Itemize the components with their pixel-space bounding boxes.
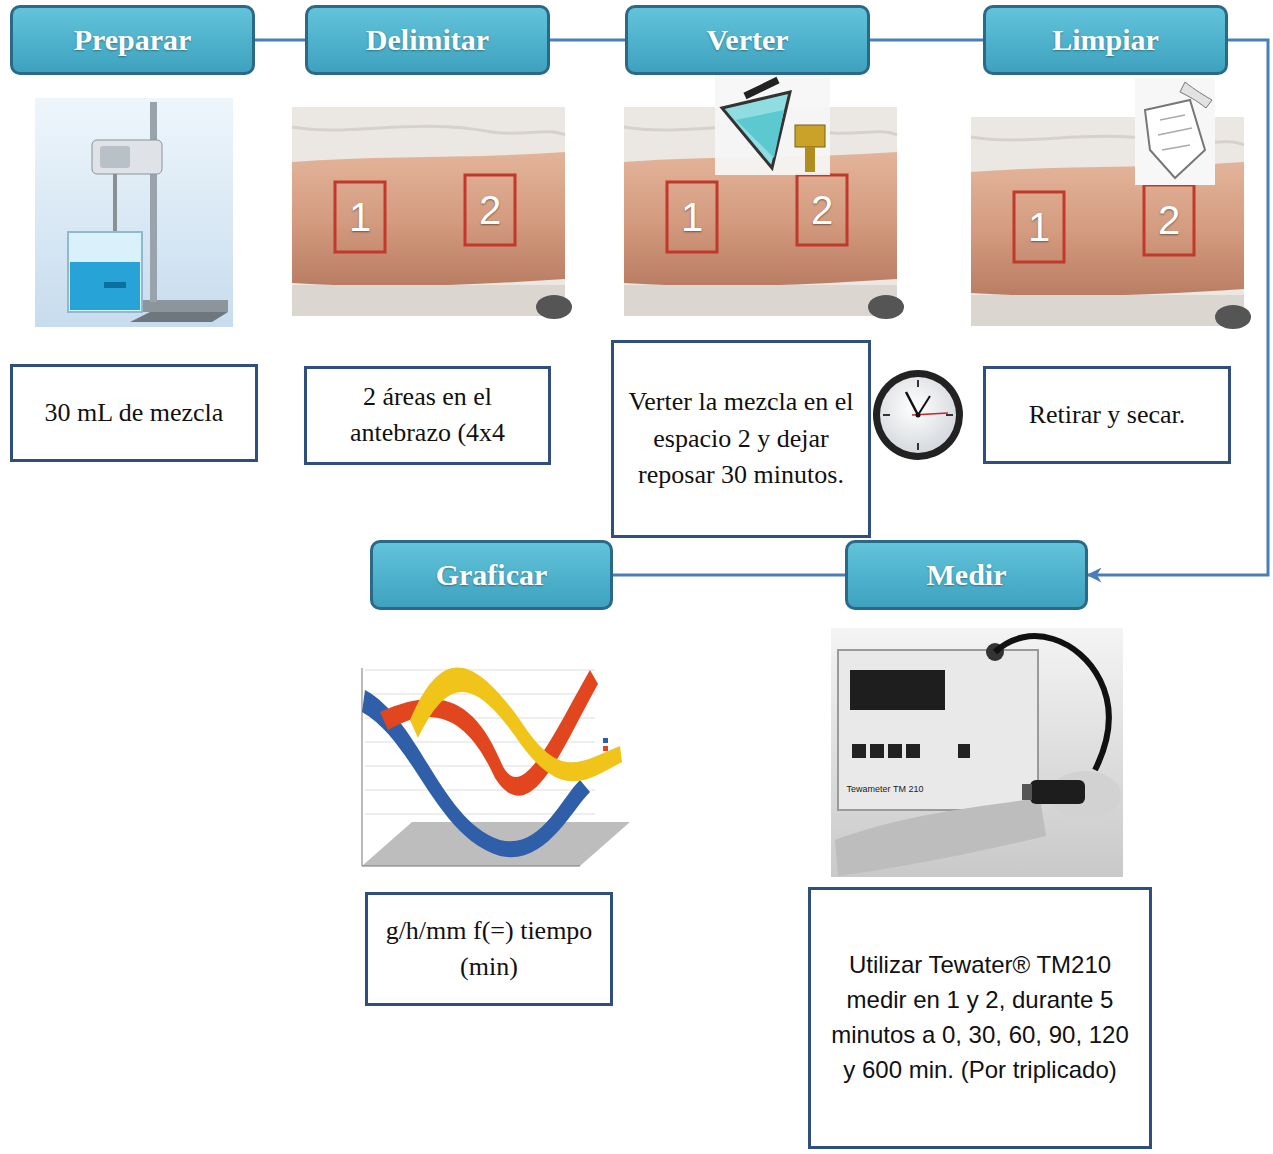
ribbon-chart-illustration-part [603, 738, 608, 743]
pouring-flask-icon-part [745, 80, 778, 96]
clock-icon-part [880, 377, 956, 453]
flow-connector [613, 574, 845, 577]
step-tab: Verter [625, 5, 870, 75]
cloth-icon-part [1158, 115, 1192, 150]
step-tab: Limpiar [983, 5, 1228, 75]
ribbon-chart-illustration-part [603, 754, 608, 759]
cloth-icon-part [1135, 78, 1215, 185]
magnetic-stirrer-illustration-part [35, 98, 233, 327]
flow-connector [550, 39, 625, 42]
clock-icon-part [918, 396, 930, 415]
pouring-flask-icon-part [722, 92, 790, 168]
clock-icon-part [916, 413, 921, 418]
description-box: 30 mL de mezcla [10, 364, 258, 462]
forearm-photo-part [292, 107, 572, 319]
clock-icon-part [883, 380, 953, 450]
magnetic-stirrer-illustration-part [70, 262, 140, 310]
cloth-icon [1135, 78, 1215, 185]
magnetic-stirrer-illustration-part [104, 282, 126, 288]
area-number: 1 [1028, 205, 1050, 250]
forearm-photo-part [624, 107, 904, 319]
area-number: 2 [1158, 198, 1180, 243]
magnetic-stirrer-illustration-part [92, 140, 162, 174]
tewameter-photo-part [852, 744, 866, 758]
ribbon-chart-illustration-part [410, 668, 622, 782]
device-label: Tewameter TM 210 [847, 784, 924, 794]
area-number: 1 [349, 195, 371, 240]
cloth-icon-part [1145, 100, 1205, 178]
description-text: Retirar y secar. [1029, 397, 1186, 433]
description-box: Verter la mezcla en el espacio 2 y dejar… [611, 340, 871, 538]
tewameter-photo-part [995, 636, 1109, 770]
tewameter-photo-part [838, 650, 1038, 810]
tewameter-photo-part [831, 628, 1123, 877]
tewameter-photo-part [1030, 780, 1085, 804]
tewameter-photo-part [906, 744, 920, 758]
ribbon-chart-illustration-part [603, 746, 608, 751]
step-label: Delimitar [366, 23, 489, 57]
magnetic-stirrer-illustration-part [150, 102, 157, 302]
forearm-photo [292, 107, 572, 319]
ribbon-chart-illustration [362, 668, 630, 867]
step-tab: Delimitar [305, 5, 550, 75]
description-text: g/h/mm f(=) tiempo (min) [382, 913, 596, 986]
description-box: g/h/mm f(=) tiempo (min) [365, 892, 613, 1006]
area-number: 2 [479, 188, 501, 233]
tewameter-photo-part [1022, 784, 1032, 800]
step-label: Medir [927, 558, 1007, 592]
step-label: Preparar [74, 23, 192, 57]
clock-icon [873, 370, 963, 460]
pouring-flask-icon-part [795, 125, 825, 147]
pouring-flask-icon-part [736, 110, 784, 158]
flow-connector [255, 39, 305, 42]
step-label: Graficar [436, 558, 548, 592]
description-box: Retirar y secar. [983, 366, 1231, 464]
step-tab: Graficar [370, 540, 613, 610]
area-number: 1 [681, 195, 703, 240]
tewameter-photo-part [870, 744, 884, 758]
magnetic-stirrer-illustration-part [100, 146, 130, 168]
cloth-icon-part [1180, 82, 1212, 108]
tewameter-photo [831, 628, 1123, 877]
flow-connector [870, 39, 983, 42]
tewameter-photo-part [850, 670, 945, 710]
tewameter-photo-part [958, 744, 970, 758]
magnetic-stirrer-illustration-part [130, 312, 228, 322]
magnetic-stirrer-illustration-part [68, 232, 142, 312]
tewameter-photo-part [835, 798, 1046, 876]
description-box: 2 áreas en el antebrazo (4x4 [304, 366, 551, 465]
description-text: 2 áreas en el antebrazo (4x4 [321, 379, 534, 452]
pouring-flask-icon-part [805, 147, 815, 172]
description-text: Utilizar Tewater® TM210 medir en 1 y 2, … [827, 948, 1133, 1087]
step-label: Limpiar [1052, 23, 1159, 57]
description-text: 30 mL de mezcla [45, 395, 224, 431]
pouring-flask-icon-part [715, 75, 830, 175]
magnetic-stirrer-illustration [35, 98, 233, 327]
step-label: Verter [706, 23, 788, 57]
forearm-photo [624, 107, 904, 319]
clock-icon-part [873, 370, 963, 460]
step-tab: Preparar [10, 5, 255, 75]
pouring-flask-icon [715, 75, 830, 175]
clock-icon-part [906, 392, 918, 415]
area-number: 2 [811, 188, 833, 233]
description-text: Verter la mezcla en el espacio 2 y dejar… [628, 384, 854, 493]
step-tab: Medir [845, 540, 1088, 610]
tewameter-photo-part [888, 744, 902, 758]
description-box: Utilizar Tewater® TM210 medir en 1 y 2, … [808, 887, 1152, 1149]
